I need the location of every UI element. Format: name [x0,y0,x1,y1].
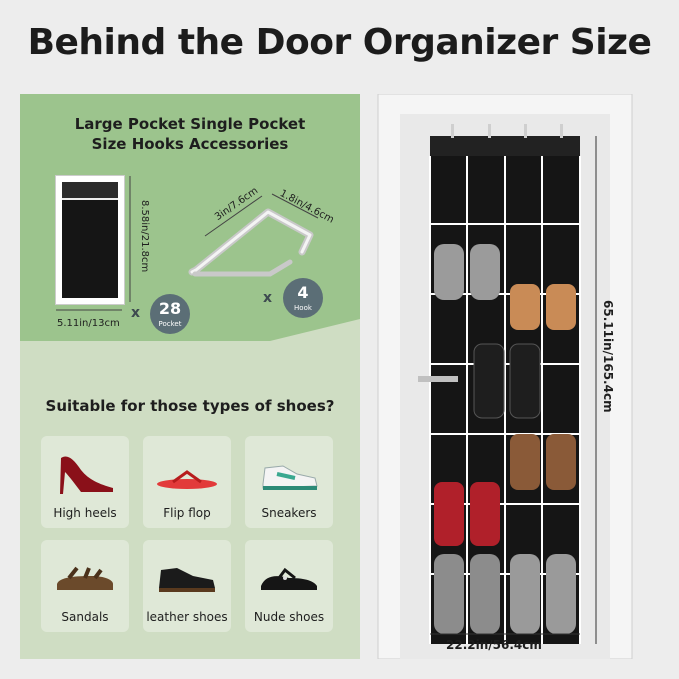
shoe-card-flip-flop: Flip flop [143,436,231,528]
door-width-label: 22.2in/56.4cm [446,638,542,652]
shoe-card-leather-shoes: leather shoes [143,540,231,632]
accessories-heading-line1: Large Pocket Single Pocket [74,115,306,133]
pocket-illustration [55,175,125,305]
leather-shoe-icon [159,568,215,592]
shoe-card-sandals: Sandals [41,540,129,632]
accessories-heading: Large Pocket Single Pocket Size Hooks Ac… [20,114,360,154]
sandal-icon [57,566,113,590]
door-organizer-illustration [377,94,633,659]
shoe-label: Sneakers [261,506,317,520]
pocket-width-label: 5.11in/13cm [57,318,120,329]
hook-count-badge: 4 Hook [283,278,323,318]
flip-flop-icon [157,470,217,489]
shoe-label: Sandals [61,610,109,624]
pocket-height-label: 8.58in/21.8cm [139,200,150,273]
pocket-count-badge: 28 Pocket [150,294,190,334]
pocket-count: 28 [158,299,182,318]
high-heel-icon [60,456,113,494]
hook-times: x [263,290,273,306]
hook-count: 4 [297,283,309,302]
pocket-unit: Pocket [158,320,182,328]
hook-unit: Hook [294,304,312,312]
shoe-label: Flip flop [163,506,211,520]
shoe-label: leather shoes [146,610,228,624]
hook-icon [188,208,314,276]
door-handle [418,376,458,382]
page-title: Behind the Door Organizer Size [27,22,652,63]
flat-shoe-icon [261,567,317,590]
shoe-card-nude-shoes: Nude shoes [245,540,333,632]
shoe-card-high-heels: High heels [41,436,129,528]
shoe-card-sneakers: Sneakers [245,436,333,528]
pocket-times: x [131,305,141,321]
shoe-types-heading: Suitable for those types of shoes? [45,397,335,415]
door-height-label: 65.11in/165.4cm [601,300,615,413]
shoe-label: High heels [53,506,117,520]
shoe-label: Nude shoes [253,610,325,624]
sneaker-icon [262,465,318,490]
accessories-heading-line2: Size Hooks Accessories [91,135,289,153]
